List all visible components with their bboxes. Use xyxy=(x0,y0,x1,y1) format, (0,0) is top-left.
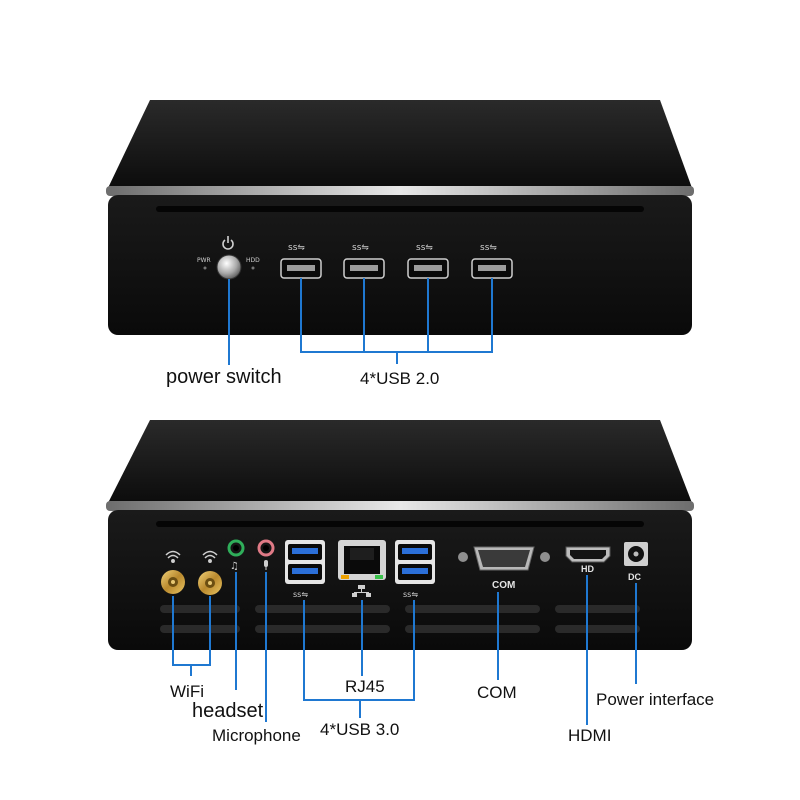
usb2-label: 4*USB 2.0 xyxy=(360,369,440,388)
front-case-edge xyxy=(106,186,694,196)
com-port-text: COM xyxy=(492,580,515,591)
power-switch-button[interactable] xyxy=(216,254,242,280)
power-switch-label: power switch xyxy=(166,366,282,388)
rj45-label: RJ45 xyxy=(345,677,385,696)
rear-callout-lines xyxy=(172,572,637,725)
microphone-jack[interactable] xyxy=(257,539,275,570)
usb-symbol-icon: ss⇋ xyxy=(416,243,433,253)
com-label: COM xyxy=(477,683,517,702)
dc-port-text: DC xyxy=(628,572,641,582)
rear-case-top xyxy=(108,420,692,503)
pwr-led xyxy=(203,266,207,270)
headset-label: headset xyxy=(192,700,264,722)
hdmi-port-text: HD xyxy=(581,564,594,574)
wifi-icon xyxy=(202,550,218,563)
usb-symbol-icon: ss⇋ xyxy=(288,243,305,253)
network-icon xyxy=(352,585,371,597)
front-case-face xyxy=(108,195,692,335)
wifi-label: WiFi xyxy=(170,682,204,701)
usb3-label: 4*USB 3.0 xyxy=(320,720,400,739)
rear-case-edge xyxy=(106,501,694,511)
microphone-label: Microphone xyxy=(212,726,301,745)
front-case-groove xyxy=(156,206,644,212)
usb3-symbol-icon: ss⇋ xyxy=(403,590,418,599)
power-icon xyxy=(222,236,234,250)
vent-slots xyxy=(160,605,640,633)
rj45-port[interactable] xyxy=(338,540,386,597)
wifi-antenna-1[interactable] xyxy=(161,550,185,595)
rear-case-groove xyxy=(156,521,644,527)
dc-power-port[interactable]: DC xyxy=(624,542,648,582)
hdd-led-text: HDD xyxy=(246,257,260,264)
wifi-antenna-2[interactable] xyxy=(198,550,222,596)
pwr-led-text: PWR xyxy=(197,257,211,264)
headset-jack[interactable]: ♫ xyxy=(227,539,245,572)
usb-symbol-icon: ss⇋ xyxy=(352,243,369,253)
microphone-icon xyxy=(264,560,268,570)
com-port[interactable]: COM xyxy=(458,546,550,591)
hdmi-port[interactable]: HD xyxy=(565,546,611,574)
headphone-icon: ♫ xyxy=(230,561,239,572)
usb3-port-stack-left[interactable]: ss⇋ xyxy=(285,540,325,599)
usb3-port-stack-right[interactable]: ss⇋ xyxy=(395,540,435,599)
hdmi-label: HDMI xyxy=(568,726,612,745)
wifi-icon xyxy=(165,550,181,563)
usb-symbol-icon: ss⇋ xyxy=(480,243,497,253)
power-interface-label: Power interface xyxy=(596,690,715,709)
hdd-led xyxy=(251,266,255,270)
front-case-top xyxy=(108,100,692,188)
usb3-symbol-icon: ss⇋ xyxy=(293,590,308,599)
front-unit: PWR HDD ss⇋ ss⇋ ss⇋ ss⇋ xyxy=(106,100,694,365)
rear-unit: ♫ ss⇋ xyxy=(106,420,694,725)
front-callout-lines xyxy=(228,278,493,365)
